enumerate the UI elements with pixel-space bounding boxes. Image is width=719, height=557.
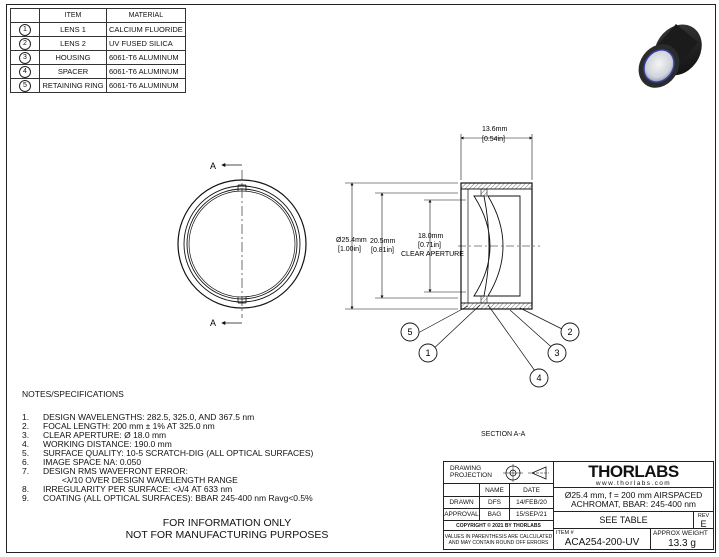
description-line-2: ACHROMAT, BBAR: 245-400 nm (570, 499, 697, 509)
note-item: <λ/10 OVER DESIGN WAVELENGTH RANGE (43, 475, 238, 485)
blank-cell (444, 484, 480, 497)
note-item: 4.WORKING DISTANCE: 190.0 mm (22, 439, 172, 449)
approval-date: 15/SEP/21 (510, 509, 554, 521)
section-label: SECTION A-A (481, 431, 526, 438)
svg-text:3: 3 (554, 348, 559, 358)
info-line-2: NOT FOR MANUFACTURING PURPOSES (125, 529, 329, 541)
bom-item-number: 5 (19, 79, 31, 92)
info-disclaimer: FOR INFORMATION ONLY NOT FOR MANUFACTURI… (112, 517, 342, 541)
svg-text:1: 1 (425, 348, 430, 358)
logo-cell: THORLABS www.thorlabs.com (554, 462, 713, 488)
thorlabs-url: www.thorlabs.com (595, 480, 672, 487)
approval-name: BAG (480, 509, 510, 521)
item-number: ACA254-200-UV (564, 537, 640, 548)
rev-cell: REV E (694, 512, 713, 529)
thorlabs-logo: THORLABS (588, 462, 679, 481)
svg-text:2: 2 (567, 327, 572, 337)
rev-value: E (700, 519, 707, 529)
balloon-5: 5 (400, 322, 420, 342)
weight-label: APPROX WEIGHT (653, 530, 708, 537)
projection-label-2: PROJECTION (450, 472, 492, 479)
approval-label: APPROVAL (444, 509, 480, 521)
dim-ca-label: CLEAR APERTURE (401, 251, 464, 258)
balloon-2: 2 (560, 322, 580, 342)
bom-row: 5 RETAINING RING 6061-T6 ALUMINUM (10, 78, 186, 93)
note-item: 6.IMAGE SPACE NA: 0.050 (22, 457, 142, 467)
item-cell: ITEM # ACA254-200-UV (554, 529, 651, 549)
bom-item-name: RETAINING RING (39, 78, 107, 93)
drawn-name: DFS (480, 497, 510, 509)
balloon-leaders (417, 304, 571, 379)
balloon-4: 4 (529, 368, 549, 388)
description-cell: Ø25.4 mm, f = 200 mm AIRSPACED ACHROMAT,… (554, 488, 713, 512)
name-header: NAME (480, 484, 510, 497)
note-item: 3.CLEAR APERTURE: Ø 18.0 mm (22, 430, 167, 440)
front-view (177, 163, 307, 325)
dim-ca-mm: 18.0mm (418, 233, 443, 240)
dim-length-in: [0.54in] (482, 136, 505, 143)
note-item: 9.COATING (ALL OPTICAL SURFACES): BBAR 2… (22, 493, 313, 503)
dim-od-in: [1.00in] (338, 246, 361, 253)
balloon-3: 3 (547, 343, 567, 363)
note-item: 5.SURFACE QUALITY: 10-5 SCRATCH-DIG (ALL… (22, 448, 314, 458)
dim-od-mm: Ø25.4mm (336, 237, 367, 244)
notes-title: NOTES/SPECIFICATIONS (22, 389, 124, 399)
svg-text:5: 5 (407, 327, 412, 337)
bom-item-number: 1 (19, 23, 31, 36)
see-table: SEE TABLE (554, 512, 694, 529)
bom-item-material: 6061-T6 ALUMINUM (106, 50, 186, 65)
third-angle-projection-icon (503, 464, 549, 482)
drawn-label: DRAWN (444, 497, 480, 509)
date-header: DATE (510, 484, 554, 497)
svg-text:4: 4 (536, 373, 541, 383)
note-item: 7.DESIGN RMS WAVEFRONT ERROR: (22, 466, 188, 476)
section-view (458, 182, 540, 310)
balloon-1: 1 (418, 343, 438, 363)
section-marker-top: A (210, 161, 216, 171)
bom-row: 1 LENS 1 CALCIUM FLUORIDE (10, 22, 186, 37)
projection-cell: DRAWING PROJECTION (444, 462, 554, 484)
info-line-1: FOR INFORMATION ONLY (162, 517, 292, 529)
sheet-border (6, 4, 716, 553)
dim-id-mm: 20.5mm (370, 238, 395, 245)
drawn-date: 14/FEB/20 (510, 497, 554, 509)
bom-row: 2 LENS 2 UV FUSED SILICA (10, 36, 186, 51)
disclaimer-line-1: VALUES IN PARENTHESIS ARE CALCULATED (444, 534, 553, 540)
dimensions (345, 134, 533, 310)
weight-cell: APPROX WEIGHT 13.3 g (651, 529, 713, 549)
bom-item-number: 3 (19, 51, 31, 64)
note-item: 2.FOCAL LENGTH: 200 mm ± 1% AT 325.0 nm (22, 421, 215, 431)
bom-table: ITEM MATERIAL 1 LENS 1 CALCIUM FLUORIDE … (10, 8, 186, 93)
disclaimer: VALUES IN PARENTHESIS ARE CALCULATED AND… (444, 531, 554, 549)
dim-id-in: [0.81in] (371, 247, 394, 254)
title-block: DRAWING PROJECTION NAME DATE DRAWN DFS 1… (443, 461, 714, 550)
item-label: ITEM # (556, 530, 574, 536)
bom-row: 3 HOUSING 6061-T6 ALUMINUM (10, 50, 186, 65)
description-line-1: Ø25.4 mm, f = 200 mm AIRSPACED (564, 490, 703, 500)
bom-item-number: 4 (19, 65, 31, 78)
dim-length-mm: 13.6mm (482, 126, 507, 133)
copyright: COPYRIGHT © 2021 BY THORLABS (444, 521, 554, 531)
lens-product-image (638, 24, 702, 88)
rev-label: REV (697, 513, 710, 519)
note-item: 1.DESIGN WAVELENGTHS: 282.5, 325.0, AND … (22, 412, 255, 422)
weight-value: 13.3 g (668, 538, 696, 549)
dim-ca-in: [0.71in] (418, 242, 441, 249)
notes-specifications: NOTES/SPECIFICATIONS 1.DESIGN WAVELENGTH… (22, 390, 313, 503)
projection-label-1: DRAWING (450, 465, 482, 472)
bom-item-number: 2 (19, 37, 31, 50)
bom-item-material: 6061-T6 ALUMINUM (106, 78, 186, 93)
section-marker-bottom: A (210, 318, 216, 328)
note-item: 8.IRREGULARITY PER SURFACE: <λ/4 AT 633 … (22, 484, 233, 494)
disclaimer-line-2: AND MAY CONTAIN ROUND OFF ERRORS (448, 540, 549, 546)
